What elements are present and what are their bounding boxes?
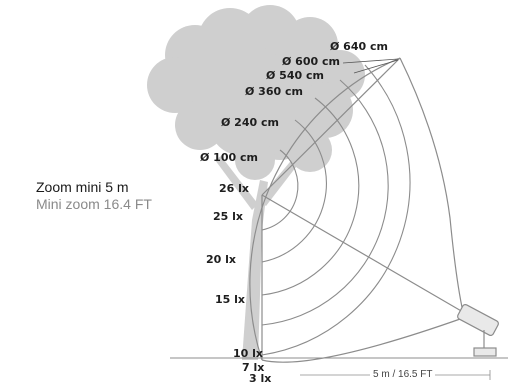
lux-label-3: 3 lx bbox=[249, 372, 272, 385]
leader-600 bbox=[342, 58, 399, 64]
lamp-fixture bbox=[457, 304, 499, 357]
diameter-label-240: Ø 240 cm bbox=[221, 116, 279, 129]
lux-label-26: 26 lx bbox=[219, 182, 250, 195]
diameter-label-100: Ø 100 cm bbox=[200, 151, 258, 164]
product-title: Zoom mini 5 m bbox=[36, 179, 129, 195]
tree-branch bbox=[215, 156, 258, 210]
beam-outline bbox=[249, 57, 464, 363]
diameter-label-540: Ø 540 cm bbox=[266, 69, 324, 82]
beam-outer-arc bbox=[249, 57, 401, 361]
diameter-label-640: Ø 640 cm bbox=[330, 40, 388, 53]
beam-lower-curve bbox=[261, 317, 464, 363]
lamp-base bbox=[473, 347, 497, 357]
lux-label-15: 15 lx bbox=[215, 293, 246, 306]
lux-label-7: 7 lx bbox=[242, 361, 265, 374]
arc-10lx bbox=[261, 64, 411, 356]
leader-540 bbox=[353, 59, 399, 74]
diameter-label-600: Ø 600 cm bbox=[282, 55, 340, 68]
diameter-leaders bbox=[342, 58, 399, 74]
arc-20lx bbox=[261, 97, 360, 296]
lamp-head bbox=[457, 304, 499, 336]
beam-upper-edge bbox=[261, 57, 401, 196]
lux-label-20: 20 lx bbox=[206, 253, 237, 266]
lux-label-10: 10 lx bbox=[233, 347, 264, 360]
tree-illustration bbox=[147, 5, 365, 360]
lux-label-25: 25 lx bbox=[213, 210, 244, 223]
diameter-label-360: Ø 360 cm bbox=[245, 85, 303, 98]
arc-26lx bbox=[261, 149, 299, 231]
arc-25lx bbox=[261, 119, 327, 263]
arc-15lx bbox=[261, 79, 389, 326]
illuminance-arcs bbox=[261, 64, 411, 356]
beam-far-edge bbox=[399, 57, 464, 313]
distance-label: 5 m / 16.5 FT bbox=[370, 370, 436, 380]
product-subtitle: Mini zoom 16.4 FT bbox=[36, 196, 152, 212]
beam-axis-line bbox=[261, 194, 464, 313]
